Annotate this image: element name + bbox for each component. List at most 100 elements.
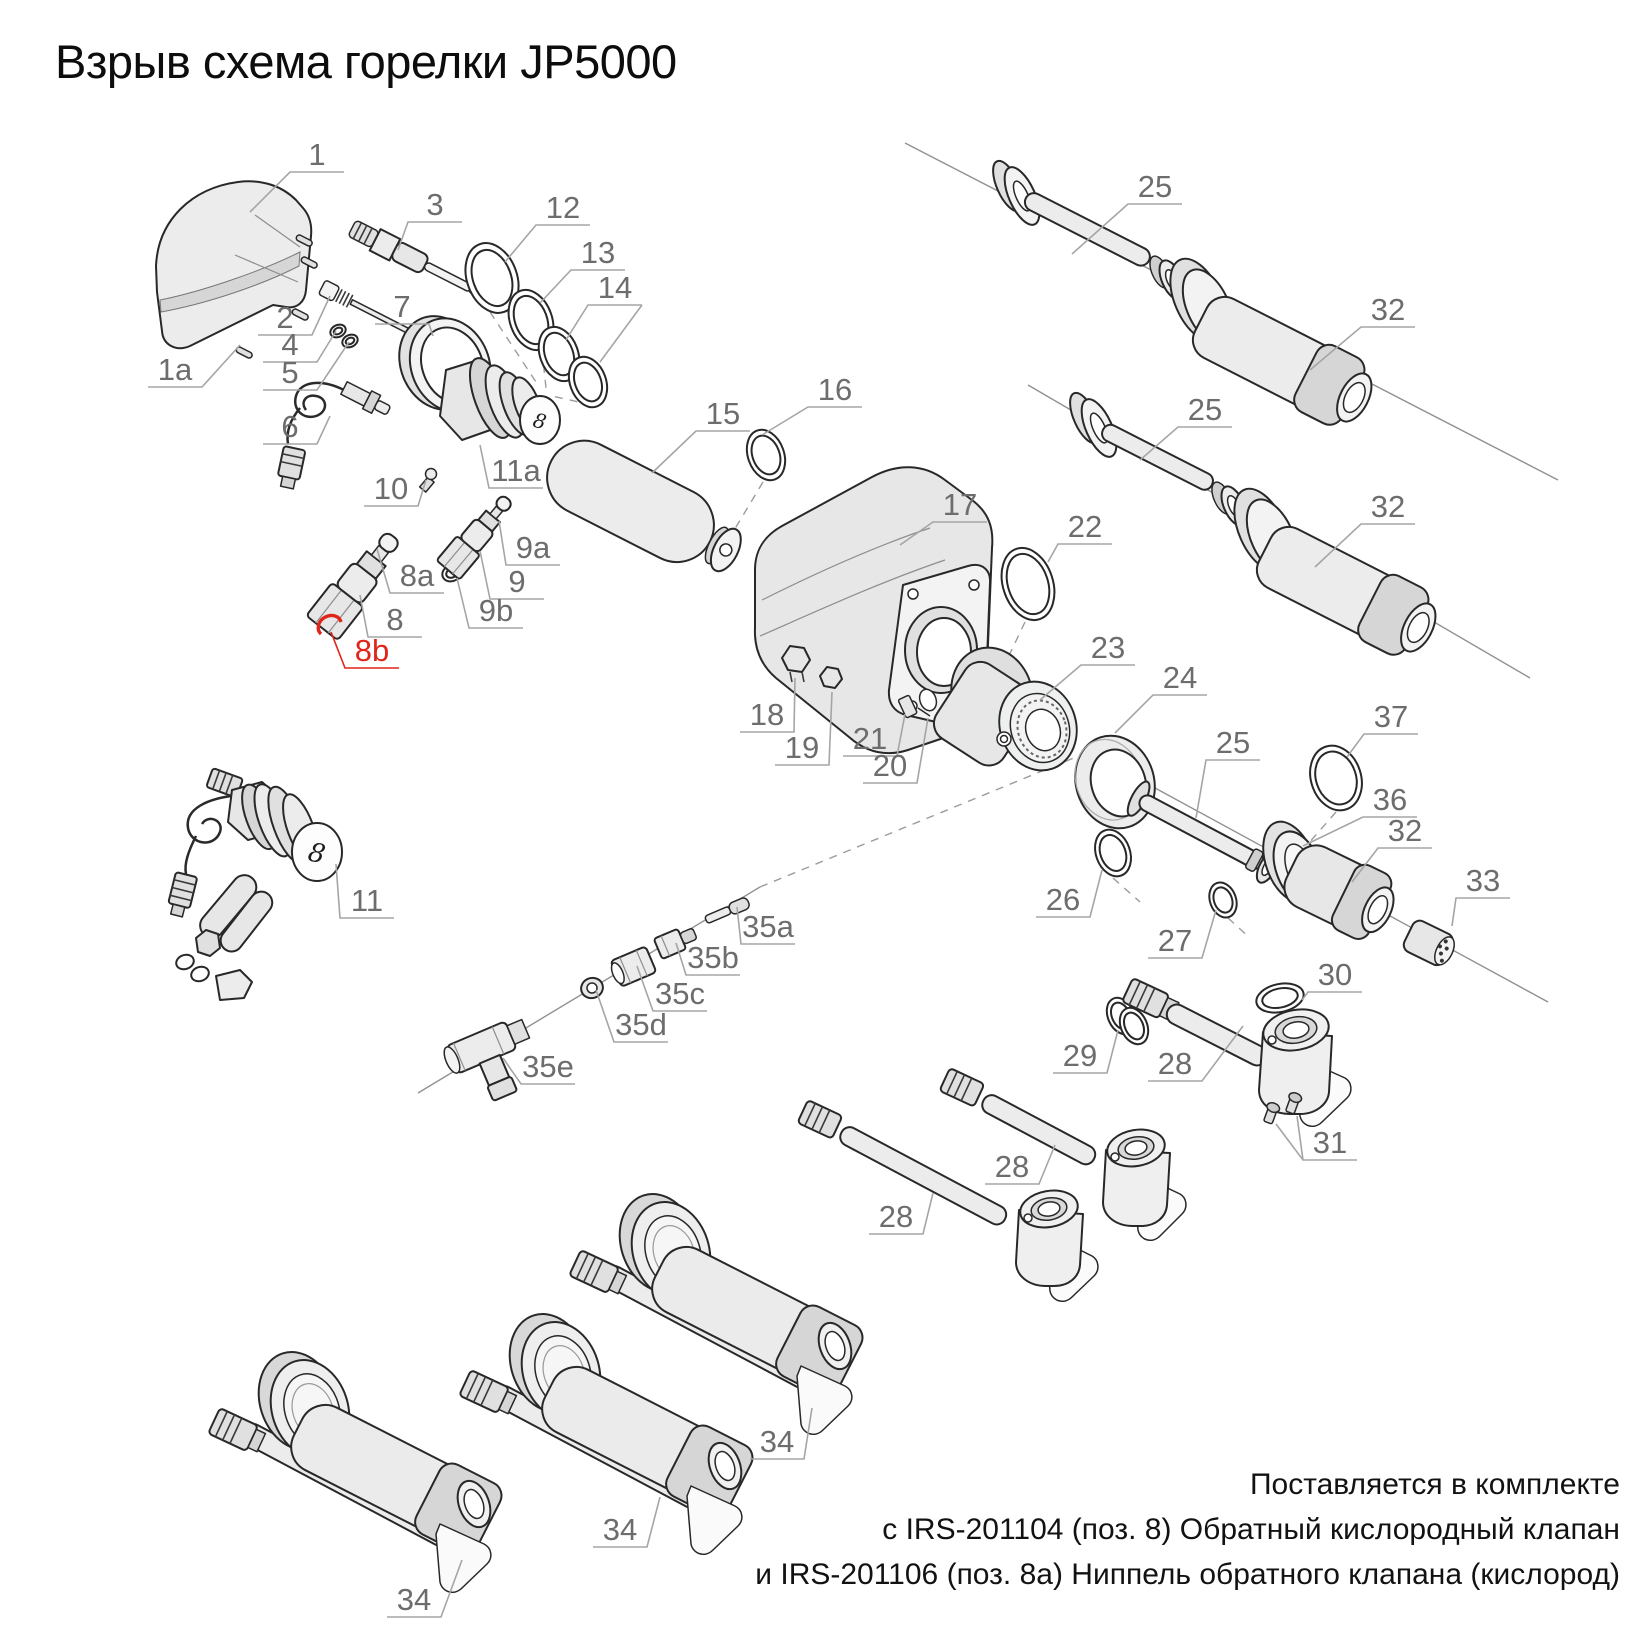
part-24-ring xyxy=(1074,734,1156,830)
part-label-21: 21 xyxy=(853,721,887,756)
part-28-hose-c xyxy=(797,1100,1099,1302)
page-title: Взрыв схема горелки JP5000 xyxy=(55,35,677,88)
part-label-9a: 9a xyxy=(516,530,551,565)
leader-lines xyxy=(148,171,1510,1618)
part-19-bolt xyxy=(819,666,843,689)
part-30-oring xyxy=(1255,982,1305,1014)
part-label-34-middle: 34 xyxy=(603,1512,637,1547)
part-29-orings xyxy=(1105,996,1150,1046)
part-label-32-middle: 32 xyxy=(1371,489,1405,524)
part-28-hose-a xyxy=(1122,978,1352,1127)
part-32-cylinder-lower xyxy=(1283,844,1395,940)
part-label-19: 19 xyxy=(785,730,819,765)
part-35e-tee xyxy=(443,1018,531,1102)
supply-note-line-1: Поставляется в комплекте xyxy=(1249,1468,1620,1501)
part-label-4: 4 xyxy=(281,327,298,362)
part-label-34-right: 34 xyxy=(760,1424,794,1459)
part-label-9: 9 xyxy=(508,564,525,599)
part-label-31: 31 xyxy=(1313,1125,1347,1160)
part-16-oring xyxy=(745,428,787,482)
supply-note-line-2: с IRS-201104 (поз. 8) Обратный кислородн… xyxy=(882,1513,1620,1546)
part-label-26: 26 xyxy=(1046,882,1080,917)
part-label-8a: 8a xyxy=(400,558,435,593)
supply-note-line-3: и IRS-201106 (поз. 8а) Ниппель обратного… xyxy=(755,1558,1620,1591)
part-32-cylinder-middle xyxy=(1233,487,1437,656)
part-label-33: 33 xyxy=(1466,863,1500,898)
part-label-35a: 35a xyxy=(742,909,794,944)
part-label-29: 29 xyxy=(1063,1038,1097,1073)
part-28-hose-b xyxy=(939,1068,1187,1241)
part-label-35c: 35c xyxy=(655,976,705,1011)
part-label-12: 12 xyxy=(546,190,580,225)
part-20-21-latch xyxy=(897,694,931,719)
part-label-2: 2 xyxy=(276,300,293,335)
part-label-6: 6 xyxy=(281,409,298,444)
part-label-7: 7 xyxy=(393,289,410,324)
part-label-35d: 35d xyxy=(615,1007,667,1042)
part-label-10: 10 xyxy=(374,471,408,506)
part-18-bolt xyxy=(781,645,811,683)
part-label-11: 11 xyxy=(351,883,383,918)
part-35d-sleeve xyxy=(580,976,604,1000)
part-labels: 1 1a 2 3 4 5 6 7 8 8a 8b 9 9a 9b 10 11 1… xyxy=(158,137,1500,1617)
part-1-cover xyxy=(155,180,318,359)
part-label-11a: 11a xyxy=(491,453,541,488)
part-9-valve xyxy=(436,495,512,580)
part-37-oring xyxy=(1309,744,1363,812)
part-label-30: 30 xyxy=(1318,957,1352,992)
part-label-25-lower: 25 xyxy=(1216,725,1250,760)
part-33-nozzle xyxy=(1402,919,1455,967)
part-35a-tube xyxy=(704,897,750,924)
part-label-14: 14 xyxy=(598,270,632,305)
part-14-oring-b xyxy=(567,355,609,409)
part-label-1: 1 xyxy=(308,137,325,172)
part-3-igniter xyxy=(348,220,478,295)
part-label-34-left: 34 xyxy=(397,1582,431,1617)
part-label-35b: 35b xyxy=(687,940,739,975)
part-label-20: 20 xyxy=(873,748,907,783)
part-label-28-a: 28 xyxy=(1158,1046,1192,1081)
part-label-18: 18 xyxy=(750,697,784,732)
part-8-valve xyxy=(306,532,399,640)
part-label-15: 15 xyxy=(706,396,740,431)
part-label-3: 3 xyxy=(426,187,443,222)
part-label-8b: 8b xyxy=(355,633,389,668)
part-8b-oring-highlight xyxy=(316,613,343,636)
part-6-wire xyxy=(277,381,391,490)
part-label-17: 17 xyxy=(943,487,977,522)
part-label-27: 27 xyxy=(1158,923,1192,958)
part-label-1a: 1a xyxy=(158,352,193,387)
part-label-9b: 9b xyxy=(479,593,513,628)
part-label-32-top: 32 xyxy=(1371,292,1405,327)
part-5-oring xyxy=(341,333,359,349)
part-label-8: 8 xyxy=(386,602,403,637)
part-label-32-lower: 32 xyxy=(1388,813,1422,848)
part-label-25-middle: 25 xyxy=(1188,392,1222,427)
part-label-28-b: 28 xyxy=(995,1149,1029,1184)
part-label-28-c: 28 xyxy=(879,1199,913,1234)
supply-note: Поставляется в комплекте с IRS-201104 (п… xyxy=(420,1462,1620,1597)
part-23-seat xyxy=(932,646,1078,772)
part-8a-nipple xyxy=(378,532,399,553)
part-35c-nut xyxy=(610,946,657,987)
part-label-5: 5 xyxy=(281,355,298,390)
part-11-assembly: 8 xyxy=(167,767,343,1001)
part-11a-assembly: 8 xyxy=(439,357,561,445)
part-25-rod-lower xyxy=(1126,780,1280,884)
part-label-23: 23 xyxy=(1091,630,1125,665)
part-32-cylinder-top xyxy=(1169,257,1373,426)
part-11-face-mark: 8 xyxy=(305,838,327,871)
part-label-37: 37 xyxy=(1374,699,1408,734)
part-label-35e: 35e xyxy=(522,1049,574,1084)
part-label-13: 13 xyxy=(581,235,615,270)
part-15-cylinder xyxy=(546,439,742,573)
part-label-25-top: 25 xyxy=(1138,169,1172,204)
part-22-oring xyxy=(1000,546,1056,622)
part-9a-nipple xyxy=(495,495,512,512)
part-11a-face-mark: 8 xyxy=(531,408,549,434)
part-27-oring xyxy=(1208,881,1238,919)
part-31-screws xyxy=(1263,1092,1303,1125)
part-label-36: 36 xyxy=(1373,782,1407,817)
